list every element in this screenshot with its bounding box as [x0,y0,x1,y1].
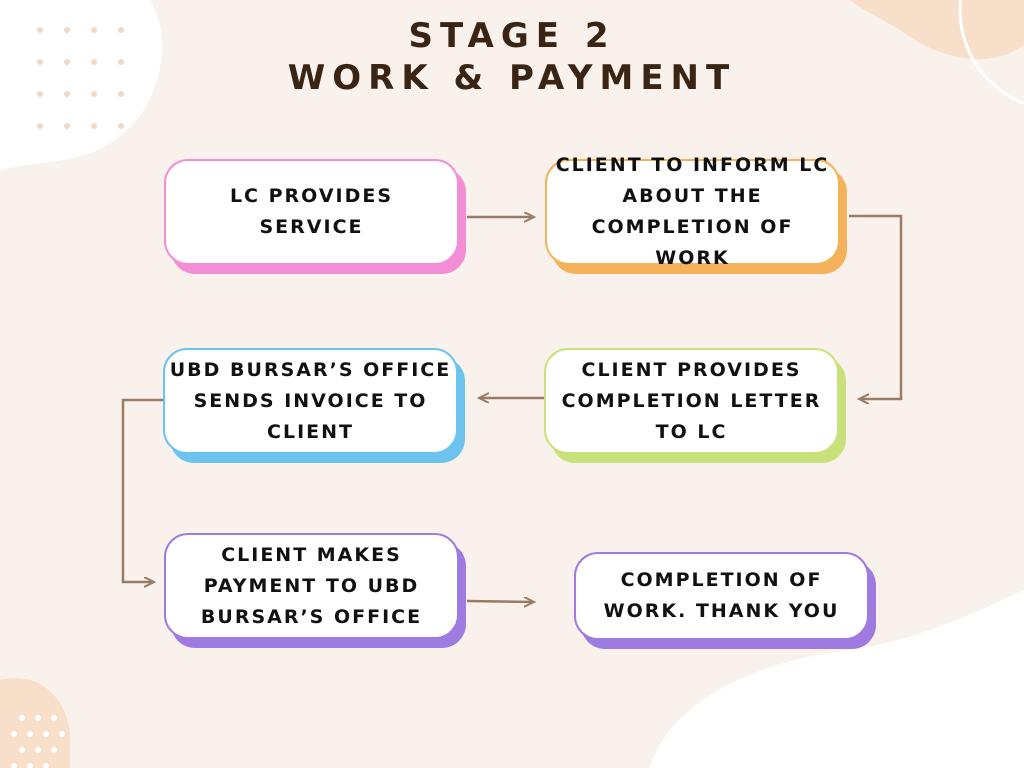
node-client-payment: CLIENT MAKES PAYMENT TO UBD BURSAR’S OFF… [164,533,466,648]
page-title-work-payment: WORK & PAYMENT [287,58,737,98]
node-label: COMPLETION OF WORK. THANK YOU [603,569,840,622]
node-client-inform-lc: CLIENT TO INFORM LC ABOUT THE COMPLETION… [545,154,847,274]
node-label: UBD BURSAR’S OFFICE SENDS INVOICE TO CLI… [169,358,452,443]
arrow-inform-to-letter [849,214,903,399]
node-label: CLIENT TO INFORM LC ABOUT THE COMPLETION… [555,154,830,269]
node-label: CLIENT PROVIDES COMPLETION LETTER TO LC [561,358,822,443]
dot-grid-top-left [37,27,124,129]
bottom-right-blob [650,590,1024,768]
page-title-stage: STAGE 2 [408,16,616,56]
node-label: CLIENT MAKES PAYMENT TO UBD BURSAR’S OFF… [200,543,423,628]
node-client-completion-letter: CLIENT PROVIDES COMPLETION LETTER TO LC [544,348,846,463]
node-lc-provides-service: LC PROVIDES SERVICE [164,159,466,274]
dot-grid-bottom-left [11,715,65,768]
bottom-left-blob [0,678,70,768]
arrow-payment-to-completion [466,601,533,602]
top-right-ring [958,0,1024,105]
node-bursar-invoice: UBD BURSAR’S OFFICE SENDS INVOICE TO CLI… [163,348,465,463]
node-completion-thanks: COMPLETION OF WORK. THANK YOU [574,552,876,649]
node-label: LC PROVIDES SERVICE [229,185,394,238]
top-right-blob [850,0,1024,60]
arrow-invoice-to-payment [121,398,163,582]
